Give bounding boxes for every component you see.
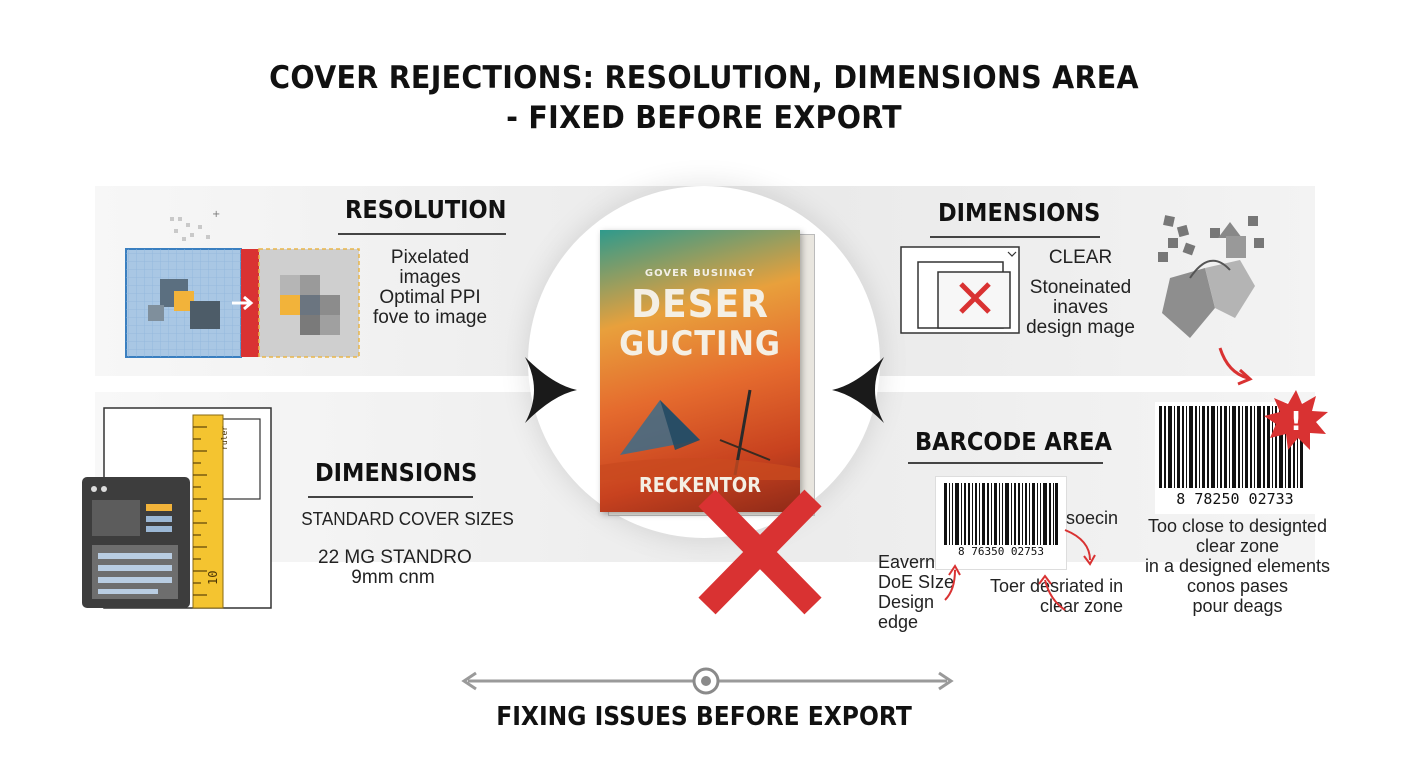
book-title-2: GUCTING bbox=[619, 324, 781, 364]
page-title: COVER REJECTIONS: RESOLUTION, DIMENSIONS… bbox=[56, 58, 1351, 138]
large-barcode-bars bbox=[1159, 406, 1309, 488]
large-barcode-note-2: clear zone bbox=[1195, 536, 1280, 556]
book-author: RECKENTOR bbox=[638, 473, 762, 497]
title-line-1: COVER REJECTIONS: RESOLUTION, DIMENSIONS… bbox=[269, 60, 1139, 96]
reject-x-icon bbox=[698, 489, 822, 615]
footer-slider bbox=[461, 667, 954, 695]
resolution-note-1: Pixelated bbox=[390, 247, 470, 268]
dimensions-bottom-heading: DIMENSIONS bbox=[315, 458, 478, 487]
book-title-1: DESER bbox=[631, 282, 769, 326]
barcode-underline bbox=[908, 462, 1103, 464]
warning-burst-icon: ! bbox=[1264, 390, 1328, 450]
dimensions-bottom-note-1: 22 MG STANDRO bbox=[318, 547, 472, 568]
ruler-label-top: ruler bbox=[220, 425, 229, 450]
large-barcode-note-3: in a designed elements bbox=[1144, 556, 1331, 576]
barcode-left-note-4: edge bbox=[878, 612, 919, 632]
barcode-left-note-3: Design bbox=[878, 592, 935, 612]
book-artwork bbox=[600, 389, 800, 480]
resolution-notes: Pixelated images Optimal PPI fove to ima… bbox=[360, 248, 500, 328]
dimensions-bottom-note-2: 9mm cnm bbox=[351, 567, 435, 588]
left-arrowhead-icon bbox=[525, 357, 577, 423]
resolution-note-3: Optimal PPI bbox=[379, 287, 481, 308]
book-cover: GOVER BUSIINGY DESER GUCTING RECKENTOR bbox=[600, 230, 815, 516]
layout-ruler-illustration bbox=[82, 407, 272, 609]
small-barcode: 8 76350 02753 bbox=[935, 476, 1067, 570]
barcode-right-note-bottom: Toer desriated in clear zone bbox=[990, 576, 1123, 616]
footer-label: FIXING ISSUES BEFORE EXPORT bbox=[496, 702, 912, 732]
dimensions-top-note-4: design mage bbox=[1026, 317, 1135, 338]
small-barcode-bars bbox=[944, 483, 1059, 545]
dimensions-top-note-3: inaves bbox=[1053, 297, 1108, 318]
svg-text:+: + bbox=[212, 209, 220, 220]
svg-text:!: ! bbox=[1290, 407, 1302, 437]
book-small-title: GOVER BUSIINGY bbox=[644, 268, 756, 279]
large-barcode-number: 8 78250 02733 bbox=[1176, 490, 1294, 508]
dimension-frames-illustration bbox=[900, 246, 1020, 334]
title-line-2: - FIXED BEFORE EXPORT bbox=[506, 100, 902, 136]
shapes-illustration bbox=[1158, 215, 1264, 386]
book-front: GOVER BUSIINGY DESER GUCTING RECKENTOR bbox=[600, 230, 800, 512]
barcode-pointer-arrows bbox=[944, 529, 1096, 611]
ruler-label-bottom: 10 bbox=[206, 570, 220, 585]
large-barcode-note-1: Too close to designted bbox=[1147, 516, 1328, 536]
right-arrowhead-icon bbox=[832, 357, 884, 423]
barcode-heading: BARCODE AREA bbox=[915, 427, 1112, 456]
resolution-underline bbox=[338, 233, 506, 235]
dimensions-bottom-subtitle: STANDARD COVER SIZES bbox=[301, 509, 514, 529]
barcode-right-note-line-2: clear zone bbox=[1040, 596, 1124, 616]
small-barcode-number: 8 76350 02753 bbox=[957, 545, 1045, 558]
barcode-left-note-2: DoE SIze bbox=[878, 572, 955, 592]
large-barcode-notes: Too close to designted clear zone in a d… bbox=[1140, 516, 1335, 616]
barcode-right-note-line-1: Toer desriated in bbox=[990, 576, 1124, 596]
dimensions-top-heading: DIMENSIONS bbox=[938, 198, 1101, 227]
dimensions-top-underline bbox=[930, 236, 1100, 238]
large-barcode-note-5: pour deags bbox=[1192, 596, 1283, 616]
barcode-right-note-top: soecin bbox=[1066, 508, 1119, 528]
dimensions-top-note-2: Stoneinated bbox=[1029, 277, 1132, 298]
dimensions-bottom-underline bbox=[308, 496, 473, 498]
large-barcode-note-4: conos pases bbox=[1186, 576, 1289, 596]
dimensions-bottom-notes: 22 MG STANDRO 9mm cnm bbox=[318, 547, 472, 588]
resolution-note-2: images bbox=[399, 267, 461, 288]
dimensions-top-note-1: CLEAR bbox=[1048, 247, 1113, 268]
resolution-heading: RESOLUTION bbox=[345, 195, 507, 224]
barcode-left-notes: Eavern DoE SIze Design edge bbox=[878, 552, 954, 632]
resolution-note-4: fove to image bbox=[372, 307, 488, 328]
barcode-left-note-1: Eavern bbox=[878, 552, 936, 572]
dimensions-top-notes: CLEAR Stoneinated inaves design mage bbox=[1018, 248, 1143, 338]
pixelated-image-illustration: + bbox=[125, 209, 360, 358]
